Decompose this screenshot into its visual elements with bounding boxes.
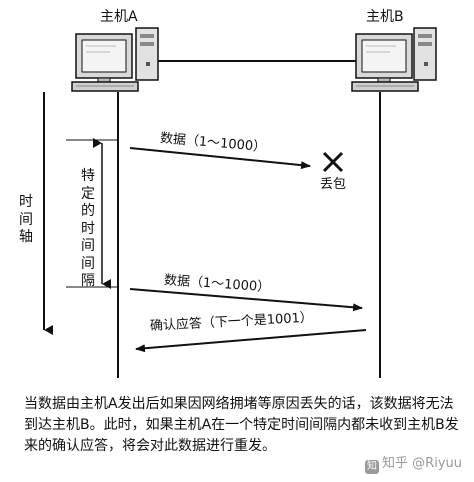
host-b-label: 主机B xyxy=(366,9,404,25)
time-axis-label: 时间轴 xyxy=(19,194,33,245)
interval-label: 特定的时间间隔 xyxy=(81,168,95,289)
host-a-label: 主机A xyxy=(100,9,138,25)
watermark: 知知乎 @Riyuu xyxy=(365,452,462,474)
zhihu-logo-icon: 知 xyxy=(365,460,380,474)
data-arrow-2 xyxy=(129,288,363,312)
retransmission-diagram xyxy=(43,27,437,378)
caption-text: 当数据由主机A发出后如果因网络拥堵等原因丢失的话，该数据将无法到达主机B。此时，… xyxy=(24,396,459,454)
host-b-computer-icon xyxy=(351,27,437,92)
ack-arrow xyxy=(135,329,367,353)
watermark-text: 知乎 @Riyuu xyxy=(382,456,462,471)
data-arrow-1 xyxy=(129,147,311,170)
lost-packet-x-icon xyxy=(322,151,344,173)
host-a-computer-icon xyxy=(71,27,159,92)
lost-packet-label: 丢包 xyxy=(320,177,347,192)
